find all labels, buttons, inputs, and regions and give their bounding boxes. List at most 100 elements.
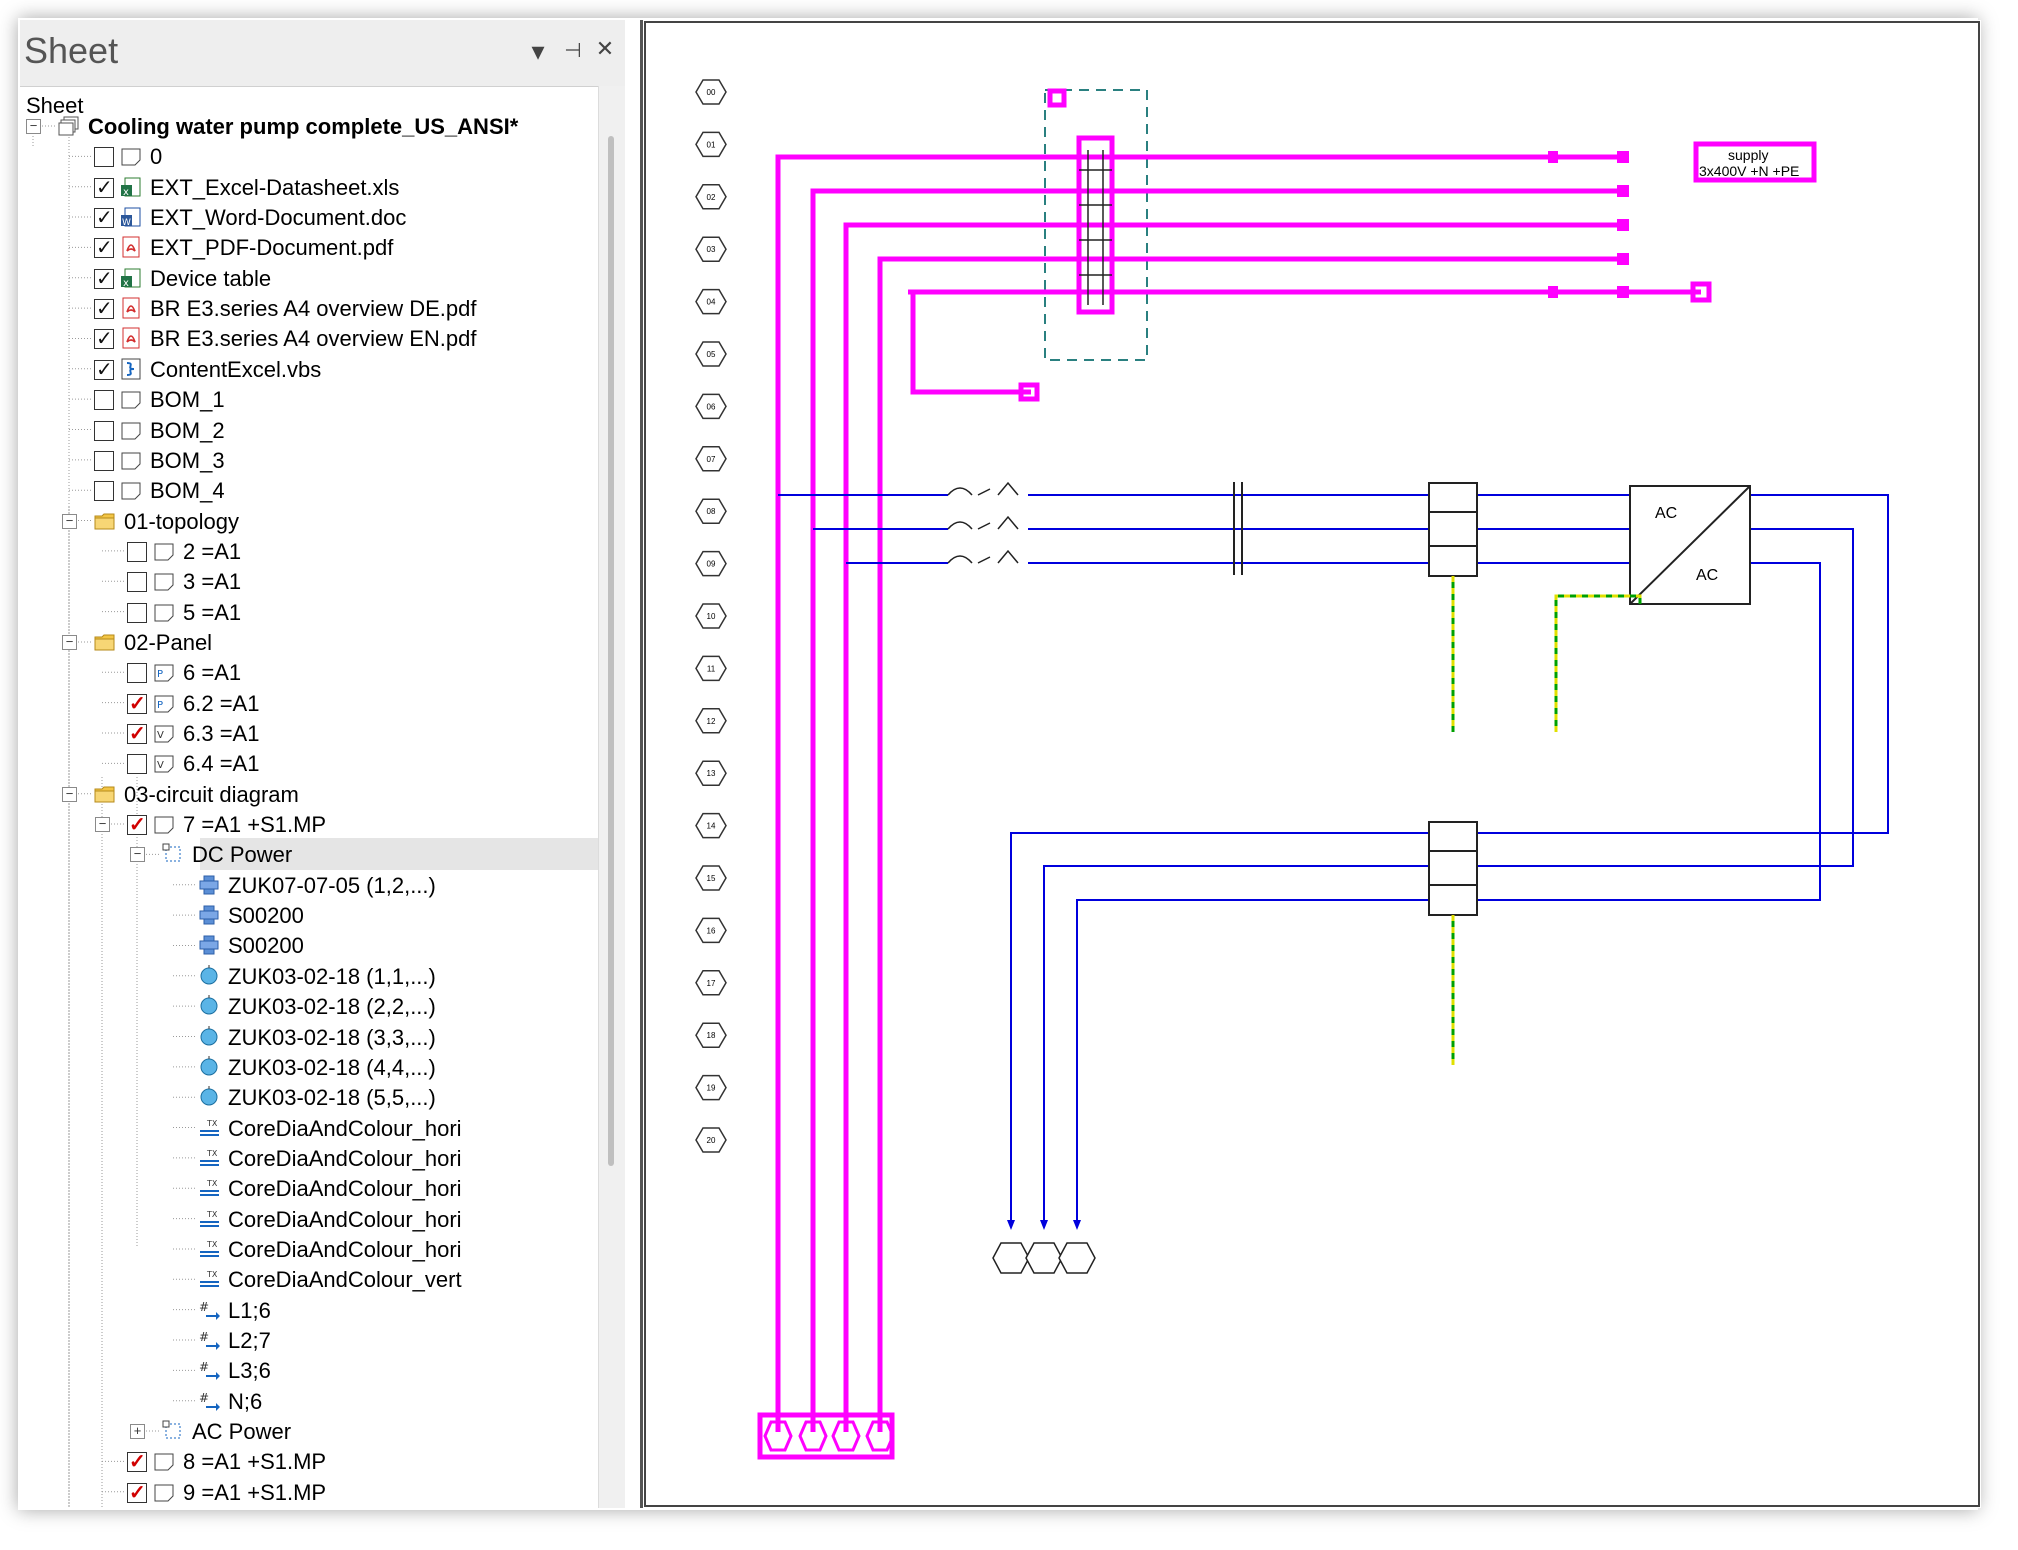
tree-item[interactable]: 8 =A1 +S1.MP bbox=[20, 1446, 598, 1476]
svg-text:V: V bbox=[157, 760, 164, 771]
close-button[interactable]: ✕ bbox=[595, 36, 615, 61]
panel-header: Sheet ▾ ⊣ ✕ bbox=[20, 20, 625, 86]
tree-item[interactable]: 3 =A1 bbox=[20, 566, 598, 596]
collapse-toggle[interactable]: − bbox=[62, 513, 77, 529]
visibility-checkbox[interactable] bbox=[127, 812, 147, 837]
tree-item[interactable]: TX CoreDiaAndColour_vert bbox=[20, 1264, 598, 1294]
tree-item[interactable]: ContentExcel.vbs bbox=[20, 354, 598, 384]
visibility-checkbox[interactable] bbox=[94, 296, 114, 321]
tree-item[interactable]: ZUK03-02-18 (2,2,...) bbox=[20, 991, 598, 1021]
sheet-icon bbox=[153, 1450, 175, 1472]
tree-item[interactable]: S00200 bbox=[20, 930, 598, 960]
tree-item[interactable]: BOM_2 bbox=[20, 415, 598, 445]
visibility-checkbox[interactable] bbox=[94, 175, 114, 200]
text-icon: TX bbox=[198, 1268, 220, 1290]
collapse-toggle[interactable]: − bbox=[95, 817, 110, 833]
tree-item[interactable]: 2 =A1 bbox=[20, 536, 598, 566]
tree-item[interactable]: P6.2 =A1 bbox=[20, 688, 598, 718]
tree-item[interactable]: #N;6 bbox=[20, 1386, 598, 1416]
visibility-checkbox[interactable] bbox=[94, 147, 114, 168]
tree-item[interactable]: ZUK03-02-18 (4,4,...) bbox=[20, 1052, 598, 1082]
visibility-checkbox[interactable] bbox=[127, 602, 147, 623]
tree-item[interactable]: V6.3 =A1 bbox=[20, 718, 598, 748]
tree-item[interactable]: ZUK07-07-05 (1,2,...) bbox=[20, 870, 598, 900]
tree-item[interactable]: #L1;6 bbox=[20, 1295, 598, 1325]
visibility-checkbox[interactable] bbox=[127, 541, 147, 562]
sheet-icon bbox=[153, 813, 175, 835]
collapse-toggle[interactable]: − bbox=[26, 119, 41, 134]
visibility-checkbox[interactable] bbox=[127, 721, 147, 746]
tree-item[interactable]: 9 =A1 +S1.MP bbox=[20, 1477, 598, 1507]
tree-item[interactable]: EXT_PDF-Document.pdf bbox=[20, 232, 598, 262]
collapse-toggle[interactable]: − bbox=[62, 634, 77, 650]
tree-item-label: CoreDiaAndColour_hori bbox=[228, 1115, 462, 1141]
visibility-checkbox[interactable] bbox=[127, 572, 147, 593]
tree-item-label: L3;6 bbox=[228, 1358, 271, 1384]
visibility-checkbox[interactable] bbox=[94, 235, 114, 260]
tree-item[interactable]: −02-Panel bbox=[20, 627, 598, 657]
visibility-checkbox[interactable] bbox=[94, 357, 114, 382]
visibility-checkbox[interactable] bbox=[94, 420, 114, 441]
tree-item[interactable]: 0 bbox=[20, 141, 598, 171]
visibility-checkbox[interactable] bbox=[127, 663, 147, 684]
tree-item[interactable]: BR E3.series A4 overview DE.pdf bbox=[20, 293, 598, 323]
tree-item[interactable]: 5 =A1 bbox=[20, 597, 598, 627]
visibility-checkbox[interactable] bbox=[127, 1480, 147, 1505]
svg-text:x: x bbox=[123, 187, 129, 198]
tree-item[interactable]: BOM_3 bbox=[20, 445, 598, 475]
tree-item-label: CoreDiaAndColour_vert bbox=[228, 1267, 462, 1293]
tree-item[interactable]: −7 =A1 +S1.MP bbox=[20, 809, 598, 839]
tree-item[interactable]: ZUK03-02-18 (1,1,...) bbox=[20, 961, 598, 991]
row-marker-label: 05 bbox=[707, 350, 716, 359]
sheet-tree[interactable]: Sheet −Cooling water pump complete_US_AN… bbox=[20, 86, 598, 1508]
visibility-checkbox[interactable] bbox=[94, 481, 114, 502]
visibility-checkbox[interactable] bbox=[94, 390, 114, 411]
scrollbar-thumb[interactable] bbox=[608, 136, 614, 1166]
visibility-checkbox[interactable] bbox=[94, 450, 114, 471]
visibility-checkbox[interactable] bbox=[127, 754, 147, 775]
panel-sheet-icon: P bbox=[153, 692, 175, 714]
visibility-checkbox[interactable] bbox=[94, 205, 114, 230]
pin-button[interactable]: ⊣ bbox=[564, 40, 582, 62]
view-sheet-icon: V bbox=[153, 722, 175, 744]
tree-item[interactable]: BR E3.series A4 overview EN.pdf bbox=[20, 323, 598, 353]
filter-z1 bbox=[1428, 482, 1478, 577]
visibility-checkbox[interactable] bbox=[94, 266, 114, 291]
visibility-checkbox[interactable] bbox=[94, 326, 114, 351]
row-marker bbox=[695, 708, 727, 734]
tree-item[interactable]: −Cooling water pump complete_US_ANSI* bbox=[20, 111, 598, 141]
tree-item[interactable]: BOM_1 bbox=[20, 384, 598, 414]
visibility-checkbox[interactable] bbox=[127, 1449, 147, 1474]
tree-item[interactable]: ZUK03-02-18 (3,3,...) bbox=[20, 1022, 598, 1052]
panel-dropdown-button[interactable]: ▾ bbox=[531, 36, 545, 66]
tree-item[interactable]: −01-topology bbox=[20, 506, 598, 536]
supply-label-box bbox=[1693, 141, 1817, 183]
svg-text:#: # bbox=[199, 1391, 209, 1405]
visibility-checkbox[interactable] bbox=[127, 691, 147, 716]
tree-item[interactable]: −03-circuit diagram bbox=[20, 779, 598, 809]
collapse-toggle[interactable]: − bbox=[130, 847, 145, 863]
tree-item[interactable]: S00200 bbox=[20, 900, 598, 930]
expand-toggle[interactable]: + bbox=[130, 1424, 145, 1440]
sheet-icon bbox=[153, 601, 175, 623]
collapse-toggle[interactable]: − bbox=[62, 786, 77, 802]
tree-item[interactable]: BOM_4 bbox=[20, 475, 598, 505]
tree-item[interactable]: #L3;6 bbox=[20, 1355, 598, 1385]
tree-item[interactable]: −DC Power bbox=[20, 839, 598, 869]
tree-item-label: L1;6 bbox=[228, 1297, 271, 1323]
tree-scrollbar[interactable] bbox=[598, 86, 625, 1508]
tree-item[interactable]: +AC Power bbox=[20, 1416, 598, 1446]
tree-item[interactable]: ZUK03-02-18 (5,5,...) bbox=[20, 1082, 598, 1112]
tree-item[interactable]: #L2;7 bbox=[20, 1325, 598, 1355]
